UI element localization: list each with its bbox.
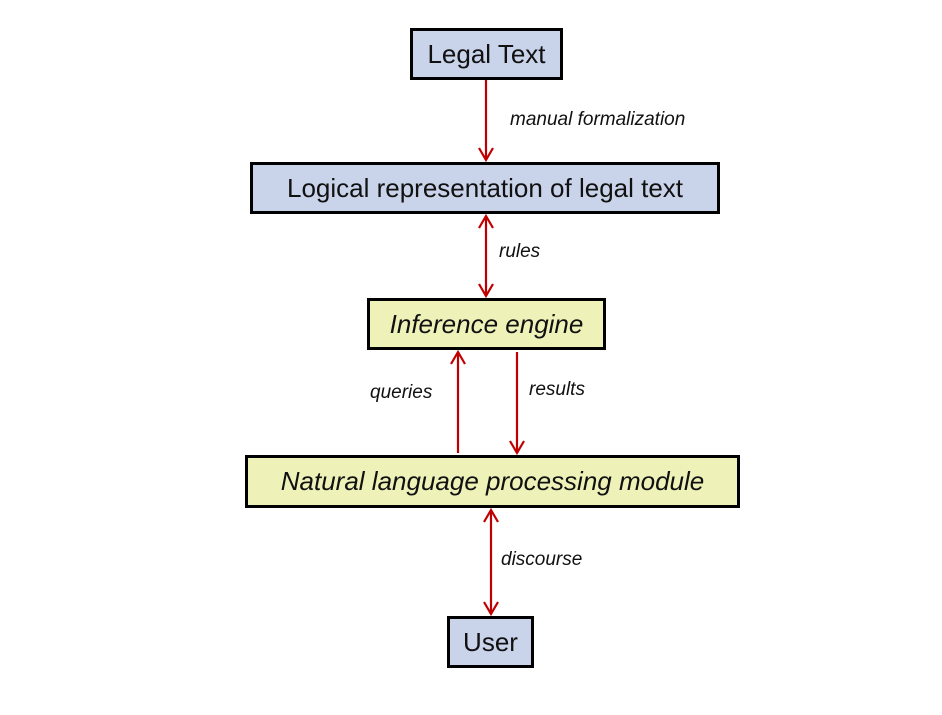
nlp-module-node: Natural language processing module — [245, 455, 740, 508]
edge-label-queries: queries — [370, 382, 433, 403]
nlp-module-label: Natural language processing module — [280, 466, 705, 496]
arrow-manual-formalization — [478, 80, 494, 163]
legal-text-label: Legal Text — [427, 38, 546, 69]
user-label: User — [463, 626, 518, 657]
inference-engine-label: Inference engine — [389, 308, 584, 339]
logical-representation-node: Logical representation of legal text — [250, 162, 720, 214]
arrow-queries — [450, 349, 466, 453]
logical-representation-label: Logical representation of legal text — [286, 172, 684, 203]
arrow-discourse — [483, 507, 499, 617]
edge-label-discourse: discourse — [501, 549, 583, 570]
legal-text-node: Legal Text — [410, 28, 563, 80]
edge-label-manual-formalization: manual formalization — [510, 109, 686, 130]
user-node: User — [447, 616, 534, 668]
arrow-rules — [478, 213, 494, 299]
arrow-results — [509, 352, 525, 456]
edge-label-rules: rules — [499, 241, 541, 262]
edge-label-results: results — [529, 379, 585, 400]
inference-engine-node: Inference engine — [367, 298, 606, 350]
